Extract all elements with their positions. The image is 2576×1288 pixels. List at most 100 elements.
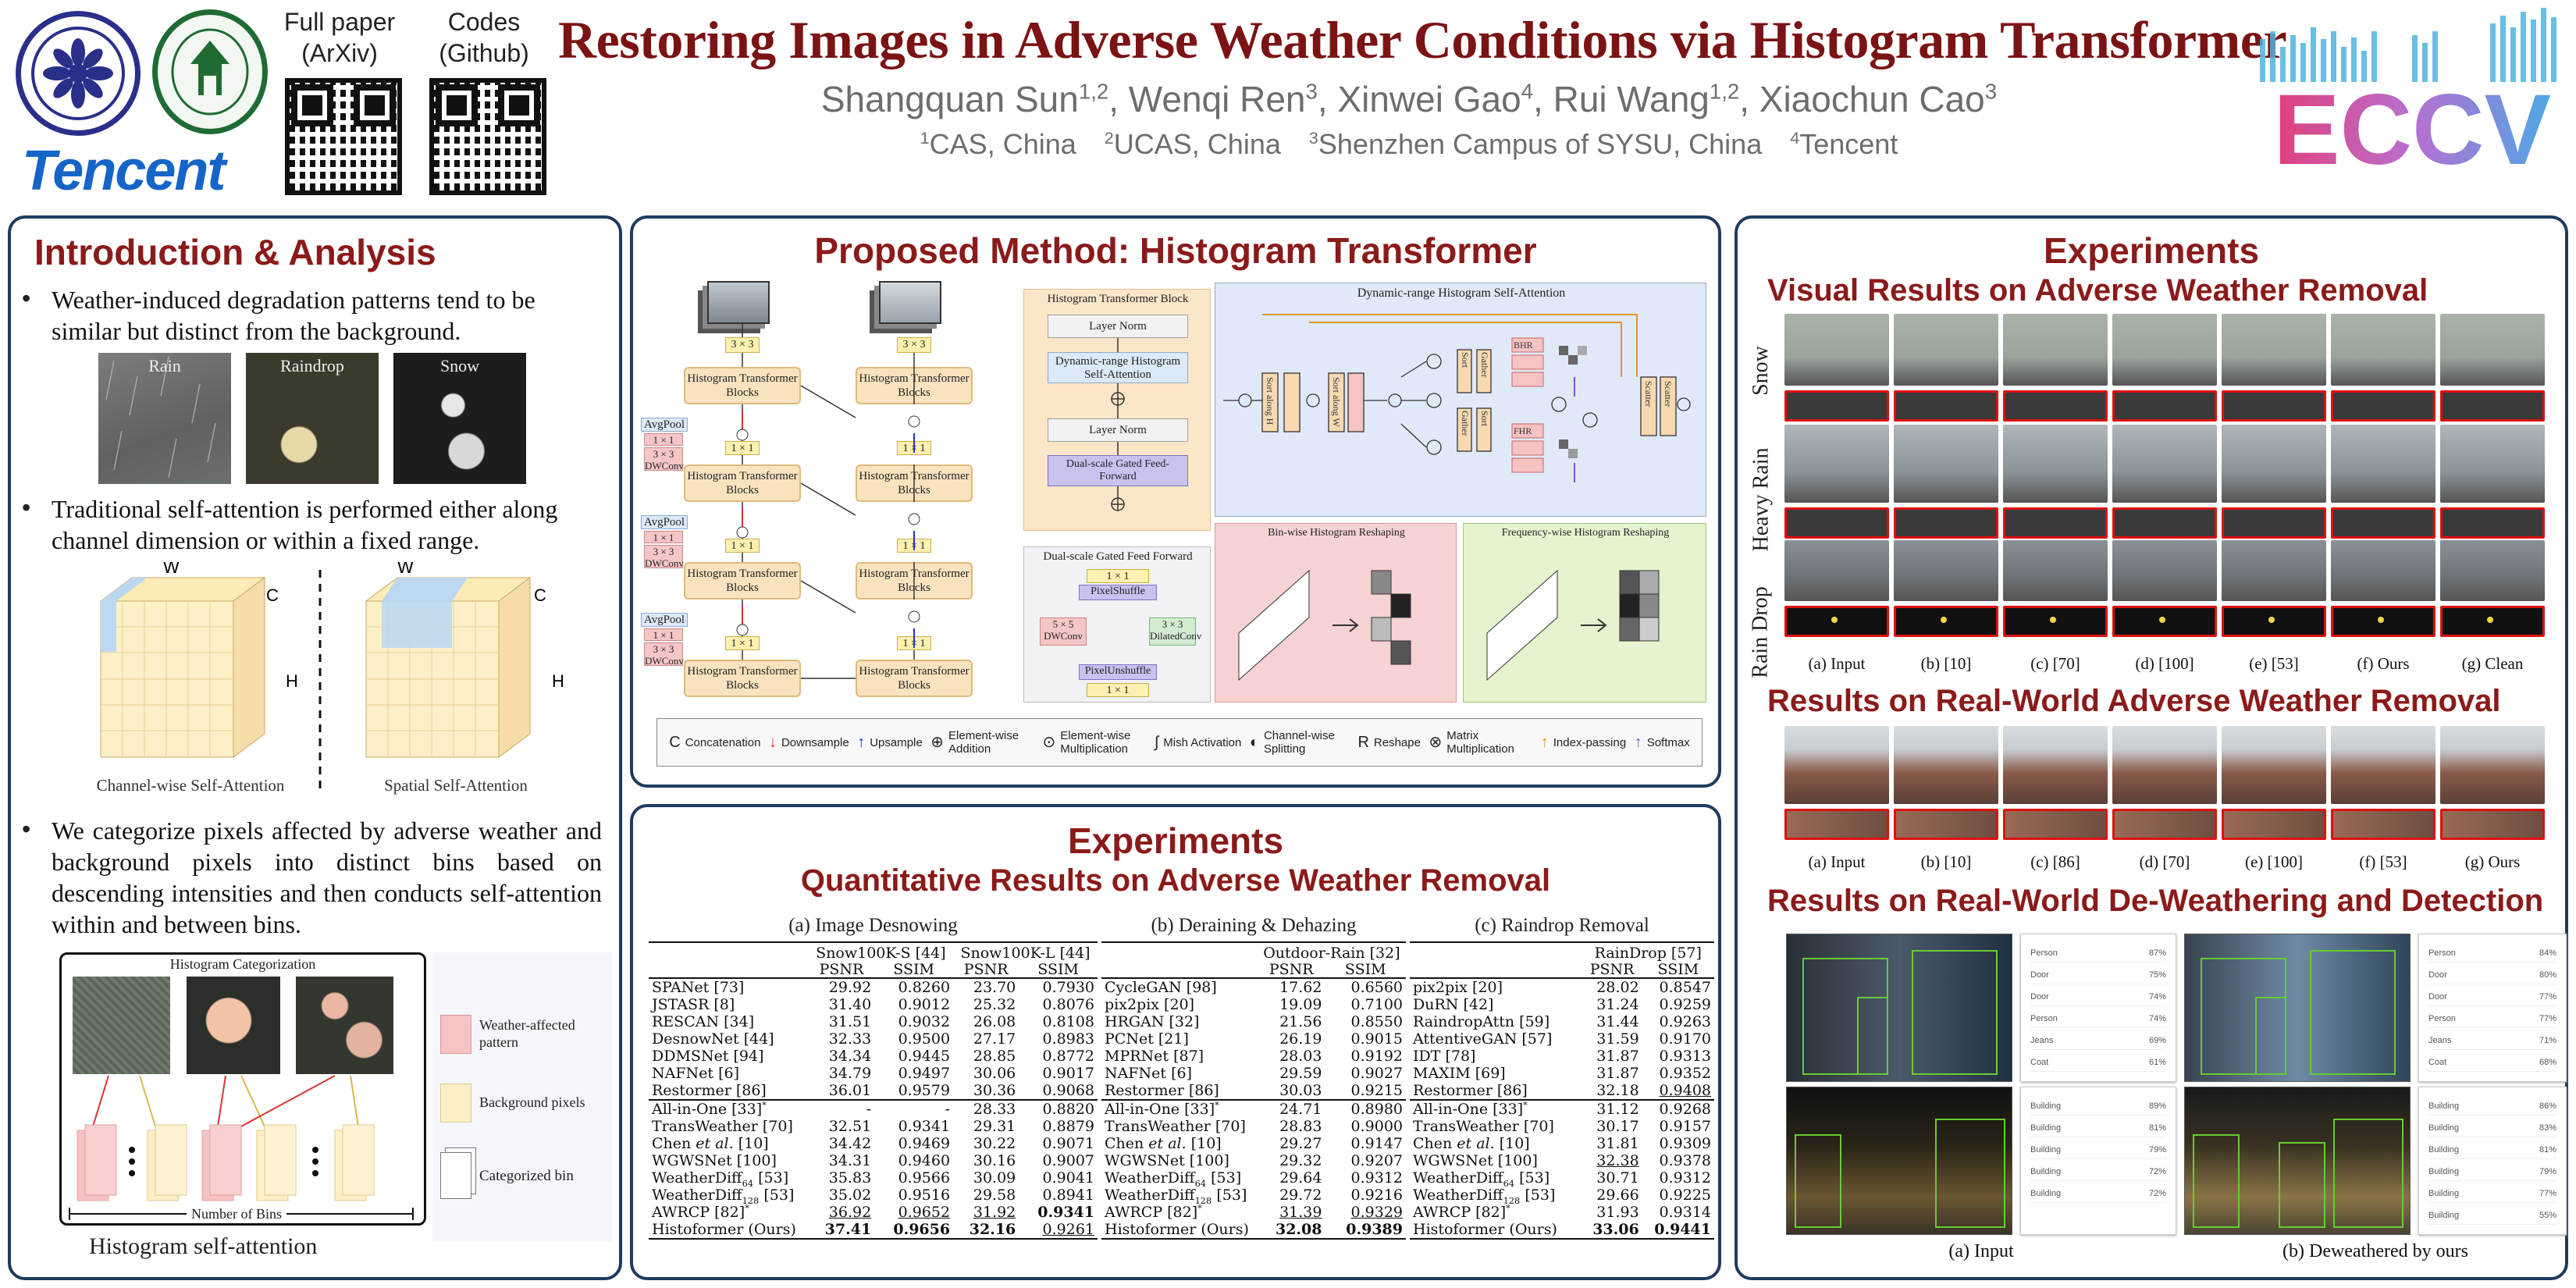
htb-detail: Histogram Transformer Block Layer Norm D… xyxy=(1023,289,1211,531)
metric-value: 30.17 xyxy=(1596,1118,1639,1135)
metric-value: 32.33 xyxy=(828,1030,872,1048)
detection-score: 89% xyxy=(2148,1101,2166,1111)
method-name: AWRCP [82]* xyxy=(1413,1202,1510,1221)
intro-panel: Introduction & Analysis • Weather-induce… xyxy=(8,215,622,1280)
legend-item: ⊕Element-wise Addition xyxy=(930,729,1034,756)
result-crop xyxy=(2003,507,2108,539)
method-name: SPANet [73] xyxy=(649,977,809,996)
legend-item: ∫Mish Activation xyxy=(1154,733,1242,751)
legend-item: ⊙Element-wise Multiplication xyxy=(1043,729,1147,756)
metric-name: SSIM xyxy=(893,960,934,978)
realworld-grid xyxy=(1784,726,2565,840)
result-crop xyxy=(2112,606,2217,637)
metric-value: 0.9378 xyxy=(1659,1152,1711,1169)
enc-htb-1: Histogram Transformer Blocks xyxy=(684,367,801,404)
dataset-name: RainDrop [57] xyxy=(1594,945,1702,962)
metric-value: 31.12 xyxy=(1582,1099,1642,1118)
qr-paper-code[interactable] xyxy=(285,78,402,195)
detection-score: 80% xyxy=(2539,970,2556,980)
quant-experiments-title: Experiments xyxy=(1067,820,1284,861)
legend-symbol-icon: ⊕ xyxy=(930,733,945,751)
detection-label: Building xyxy=(2428,1166,2460,1176)
result-image xyxy=(2003,540,2108,601)
method-name: pix2pix [20] xyxy=(1105,996,1195,1013)
enc-htb-3: Histogram Transformer Blocks xyxy=(684,562,801,600)
affil-sup: 4 xyxy=(1790,128,1800,148)
legend-label: Matrix Multiplication xyxy=(1446,729,1514,756)
sort-h-label: Sort along H xyxy=(1265,377,1276,425)
visual-results-grid xyxy=(1784,314,2565,720)
raindrop-dot xyxy=(2487,617,2493,623)
legend-symbol-icon: ↑ xyxy=(1634,733,1642,751)
metric-value: 32.16 xyxy=(969,1221,1016,1238)
metric-value: - xyxy=(808,1099,875,1118)
table-dataset-header: Snow100K-S [44]Snow100K-L [44] xyxy=(649,945,1098,962)
metric-value: 0.9068 xyxy=(1042,1082,1094,1099)
avg-conv11-2: 1 × 1 xyxy=(644,531,683,543)
detection-score: 72% xyxy=(2148,1166,2166,1176)
result-crop xyxy=(1894,507,1998,539)
detect-cap-ours: (b) Deweathered by ours xyxy=(2282,1241,2468,1261)
metric-value: 31.93 xyxy=(1596,1204,1639,1221)
metric-value: 32.51 xyxy=(828,1118,872,1135)
result-crop xyxy=(2440,507,2545,539)
metric-value: 0.9313 xyxy=(1659,1048,1711,1065)
detection-label: Building xyxy=(2030,1101,2062,1111)
author-sup: 1,2 xyxy=(1078,79,1109,104)
method-name: AWRCP [82]* xyxy=(652,1202,749,1221)
histogram-figure: Histogram Categorization xyxy=(59,952,426,1226)
metric-value: 36.92 xyxy=(828,1204,872,1221)
method-name: Histoformer (Ours) xyxy=(1413,1221,1557,1238)
detect-ours-img-2 xyxy=(2184,1087,2411,1235)
quant-subtitle: Quantitative Results on Adverse Weather … xyxy=(800,863,1551,898)
qr-github-code[interactable] xyxy=(429,78,546,195)
enc-htb-4: Histogram Transformer Blocks xyxy=(684,660,801,697)
method-name: WeatherDiff64 [53] xyxy=(1105,1169,1242,1189)
pixel-shuffle: PixelShuffle xyxy=(1079,585,1157,600)
metric-value: 0.9263 xyxy=(1659,1013,1711,1030)
metric-value: 23.70 xyxy=(953,977,1019,996)
metric-value: - xyxy=(874,1099,954,1118)
metric-value: 0.9259 xyxy=(1659,996,1711,1013)
result-image xyxy=(1894,540,1998,601)
legend-symbol-icon: ∫ xyxy=(1154,733,1159,751)
method-name: WGWSNet [100] xyxy=(1105,1152,1229,1169)
cube-c-label: C xyxy=(266,585,279,605)
raindrop-label: Raindrop xyxy=(280,356,344,375)
table-bottom-rule xyxy=(1101,1238,1406,1240)
result-image xyxy=(2331,540,2435,601)
enc-conv-1: 1 × 1 xyxy=(725,441,760,455)
author-sup: 3 xyxy=(1305,79,1318,104)
detection-label: Door xyxy=(2030,970,2049,980)
detection-score: 77% xyxy=(2539,1013,2556,1023)
metric-value: 29.64 xyxy=(1279,1169,1322,1187)
detection-score: 77% xyxy=(2539,1188,2556,1198)
result-crop xyxy=(1784,507,1889,539)
detect-cap-input: (a) Input xyxy=(1948,1241,2014,1261)
realworld-col-caption: (e) [100] xyxy=(2244,852,2304,871)
metric-value: 0.6560 xyxy=(1325,977,1406,996)
metric-value: 0.9312 xyxy=(1350,1169,1403,1187)
visual-col-caption: (a) Input xyxy=(1808,654,1866,673)
metric-value: 26.08 xyxy=(973,1013,1016,1030)
author-name: Xiaochun Cao xyxy=(1759,79,1985,119)
dataset-name: Outdoor-Rain [32] xyxy=(1263,945,1400,962)
spatial-attn-caption: Spatial Self-Attention xyxy=(384,776,528,795)
metric-value: 34.31 xyxy=(828,1152,872,1169)
metric-value: 28.85 xyxy=(973,1048,1016,1065)
detection-score: 79% xyxy=(2148,1144,2166,1155)
author-sup: 3 xyxy=(1984,79,1998,104)
cube2-c-label: C xyxy=(534,585,546,605)
